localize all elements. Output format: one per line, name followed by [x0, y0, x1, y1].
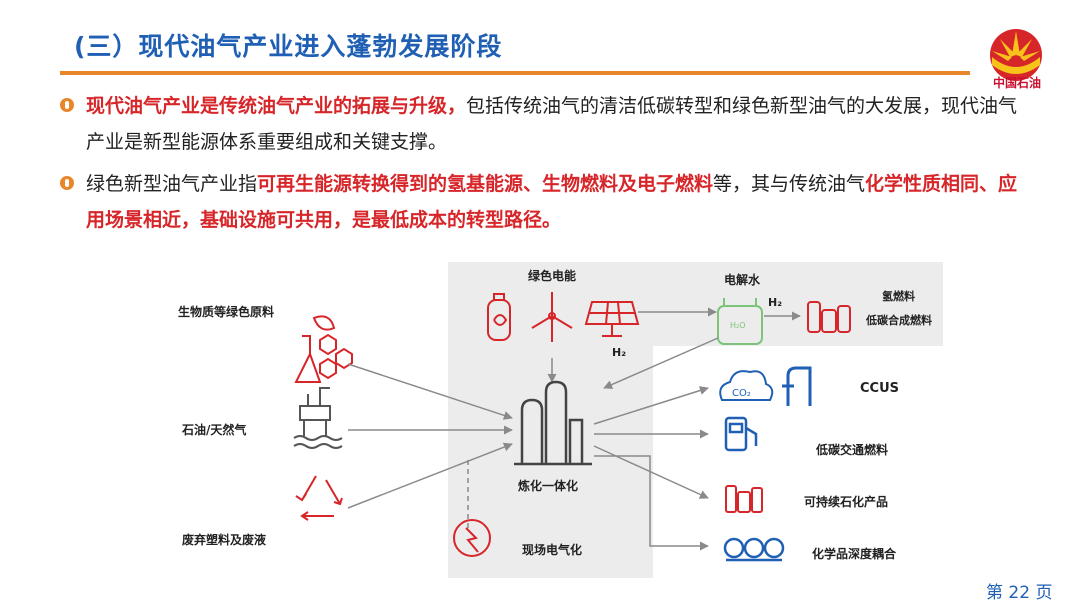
- products-bottles-icon: [725, 485, 763, 513]
- electrolysis-label: 电解水: [724, 272, 761, 287]
- oil-gas-label: 石油/天然气: [181, 422, 246, 437]
- green-power-label: 绿色电能: [528, 268, 576, 283]
- electrification-icon: [453, 519, 491, 557]
- bullet-2-text-a: 绿色新型油气产业指: [86, 173, 258, 195]
- bullet-icon: [60, 176, 74, 190]
- industry-diagram: 生物质等绿色原料 石油/天然气 废弃塑料及废液 绿色电能: [178, 262, 943, 578]
- petrochina-logo-icon: [990, 29, 1042, 81]
- electrolyzer-icon: H₂O: [717, 298, 763, 345]
- low-carbon-transport-label: 低碳交通燃料: [815, 442, 888, 457]
- arrow-electrolysis-to-refinery: [603, 337, 719, 389]
- recycle-icon: [295, 475, 343, 521]
- h2-left-label: H₂: [612, 346, 626, 359]
- arrow-to-petrochem: [593, 445, 709, 499]
- hydrogen-tank-icon: [487, 293, 511, 341]
- bullet-1-emph: 现代油气产业是传统油气产业的拓展与升级，: [86, 95, 467, 117]
- bullet-1-text: 包括传统油气的清洁低碳转型和绿色新型油气的大发展，现代油气产业是新型能源体系重要…: [86, 95, 1018, 153]
- biomass-flask-icon: [294, 315, 353, 383]
- ccus-label: CCUS: [860, 381, 899, 396]
- green-power-panel: [448, 262, 653, 578]
- fuel-pump-icon: [724, 416, 758, 452]
- chemical-coupling-label: 化学品深度耦合: [812, 546, 897, 561]
- biomass-label: 生物质等绿色原料: [178, 304, 274, 319]
- low-carbon-synthetic-label: 低碳合成燃料: [865, 313, 932, 327]
- bullet-icon: [60, 98, 74, 112]
- offshore-platform-icon: [293, 387, 343, 449]
- hydrogen-fuel-label: 氢燃料: [882, 289, 915, 303]
- arrow-plastic: [347, 442, 513, 509]
- sustainable-petrochem-label: 可持续石化产品: [804, 494, 888, 509]
- arrow-to-ccus: [593, 386, 709, 425]
- wind-turbine-icon: [531, 292, 573, 342]
- solar-panel-icon: [584, 301, 640, 337]
- onsite-electrification-label: 现场电气化: [522, 542, 582, 557]
- arrow-to-chemicals: [594, 455, 709, 551]
- hydrogen-bottles-icon: [807, 301, 851, 333]
- bullet-2: 绿色新型油气产业指可再生能源转换得到的氢基能源、生物燃料及电子燃料等，其与传统油…: [60, 166, 1020, 238]
- refinery-icon: [514, 380, 592, 466]
- co2-cloud-icon: CO₂: [719, 370, 774, 401]
- bullet-2-text-b: 等，其与传统油气: [713, 173, 866, 195]
- bullet-2-emph-a: 可再生能源转换得到的氢基能源、生物燃料及电子燃料: [257, 173, 714, 195]
- logo-text: 中国石油: [992, 76, 1041, 90]
- arrow-biomass: [347, 363, 513, 420]
- bullet-1: 现代油气产业是传统油气产业的拓展与升级，包括传统油气的清洁低碳转型和绿色新型油气…: [60, 88, 1020, 160]
- title-underline: [60, 71, 970, 75]
- h2o-label: H₂O: [730, 321, 746, 330]
- pipeline-icon: [782, 366, 812, 406]
- waste-plastic-label: 废弃塑料及废液: [182, 532, 266, 547]
- refinery-label: 炼化一体化: [518, 478, 578, 493]
- chemical-coupling-icon: [723, 537, 785, 562]
- electrolysis-panel: [653, 262, 943, 346]
- co2-label: CO₂: [732, 388, 751, 399]
- page-number: 第 22 页: [986, 583, 1053, 603]
- bullet-2-emph-b: 化学性质相同、应用场景相近，基础设施可共用，是最低成本的转型路径。: [86, 173, 1018, 231]
- page-title: (三）现代油气产业进入蓬勃发展阶段: [74, 32, 503, 61]
- h2-top-label: H₂: [768, 296, 782, 309]
